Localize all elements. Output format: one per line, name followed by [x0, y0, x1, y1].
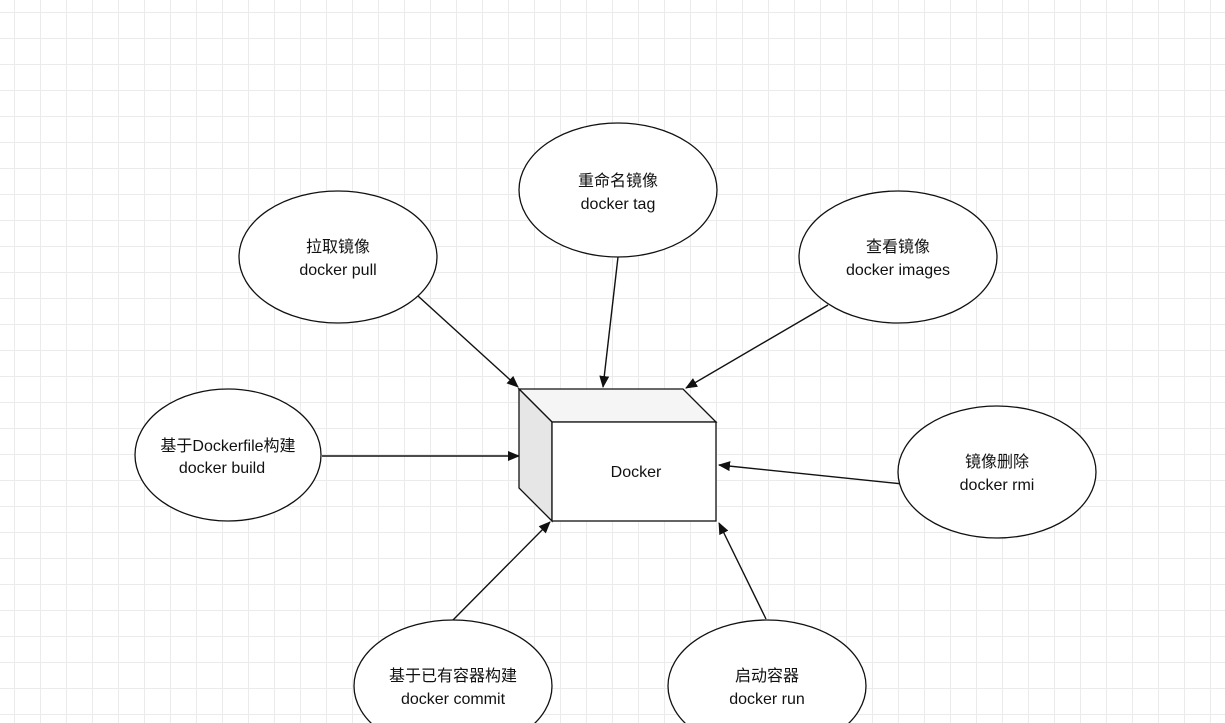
node-pull-image-command: docker pull — [299, 262, 376, 279]
node-rename-image[interactable]: 重命名镜像 docker tag — [518, 122, 718, 258]
node-pull-image[interactable]: 拉取镜像 docker pull — [238, 190, 438, 324]
docker-box[interactable]: Docker — [517, 387, 718, 523]
node-commit-container-title: 基于已有容器构建 — [389, 667, 517, 685]
docker-box-top — [517, 388, 718, 423]
node-pull-image-title: 拉取镜像 — [306, 237, 370, 256]
node-remove-image[interactable]: 镜像删除 docker rmi — [897, 405, 1097, 539]
node-rename-image-ellipse — [518, 122, 718, 258]
node-build-image-command: docker build — [179, 460, 265, 477]
edges — [322, 256, 904, 621]
node-build-image[interactable]: 基于Dockerfile构建 docker build — [134, 388, 322, 522]
node-run-container-ellipse — [667, 619, 867, 723]
edge-run-to-docker — [718, 522, 767, 620]
docker-label: Docker — [611, 464, 662, 481]
node-list-images-title: 查看镜像 — [866, 237, 930, 256]
docker-box-front — [551, 421, 717, 522]
node-list-images-command: docker images — [846, 262, 950, 279]
node-list-images-ellipse — [798, 190, 998, 324]
node-commit-container-ellipse — [353, 619, 553, 723]
node-build-image-ellipse — [134, 388, 322, 522]
edge-commit-to-docker — [452, 521, 551, 621]
node-remove-image-command: docker rmi — [960, 477, 1035, 494]
node-commit-container-command: docker commit — [401, 691, 506, 708]
node-commit-container[interactable]: 基于已有容器构建 docker commit — [353, 619, 553, 723]
node-pull-image-ellipse — [238, 190, 438, 324]
edge-rename-to-docker — [599, 256, 619, 388]
node-rename-image-title: 重命名镜像 — [578, 171, 658, 190]
node-list-images[interactable]: 查看镜像 docker images — [798, 190, 998, 324]
node-remove-image-ellipse — [897, 405, 1097, 539]
node-rename-image-command: docker tag — [581, 196, 656, 213]
node-remove-image-title: 镜像删除 — [965, 452, 1029, 471]
edge-rmi-to-docker — [718, 461, 904, 485]
node-run-container-command: docker run — [729, 691, 805, 708]
node-build-image-title: 基于Dockerfile构建 — [160, 437, 295, 455]
node-run-container[interactable]: 启动容器 docker run — [667, 619, 867, 723]
edge-pull-to-docker — [417, 295, 519, 388]
edge-images-to-docker — [685, 304, 829, 389]
node-run-container-title: 启动容器 — [735, 667, 799, 685]
